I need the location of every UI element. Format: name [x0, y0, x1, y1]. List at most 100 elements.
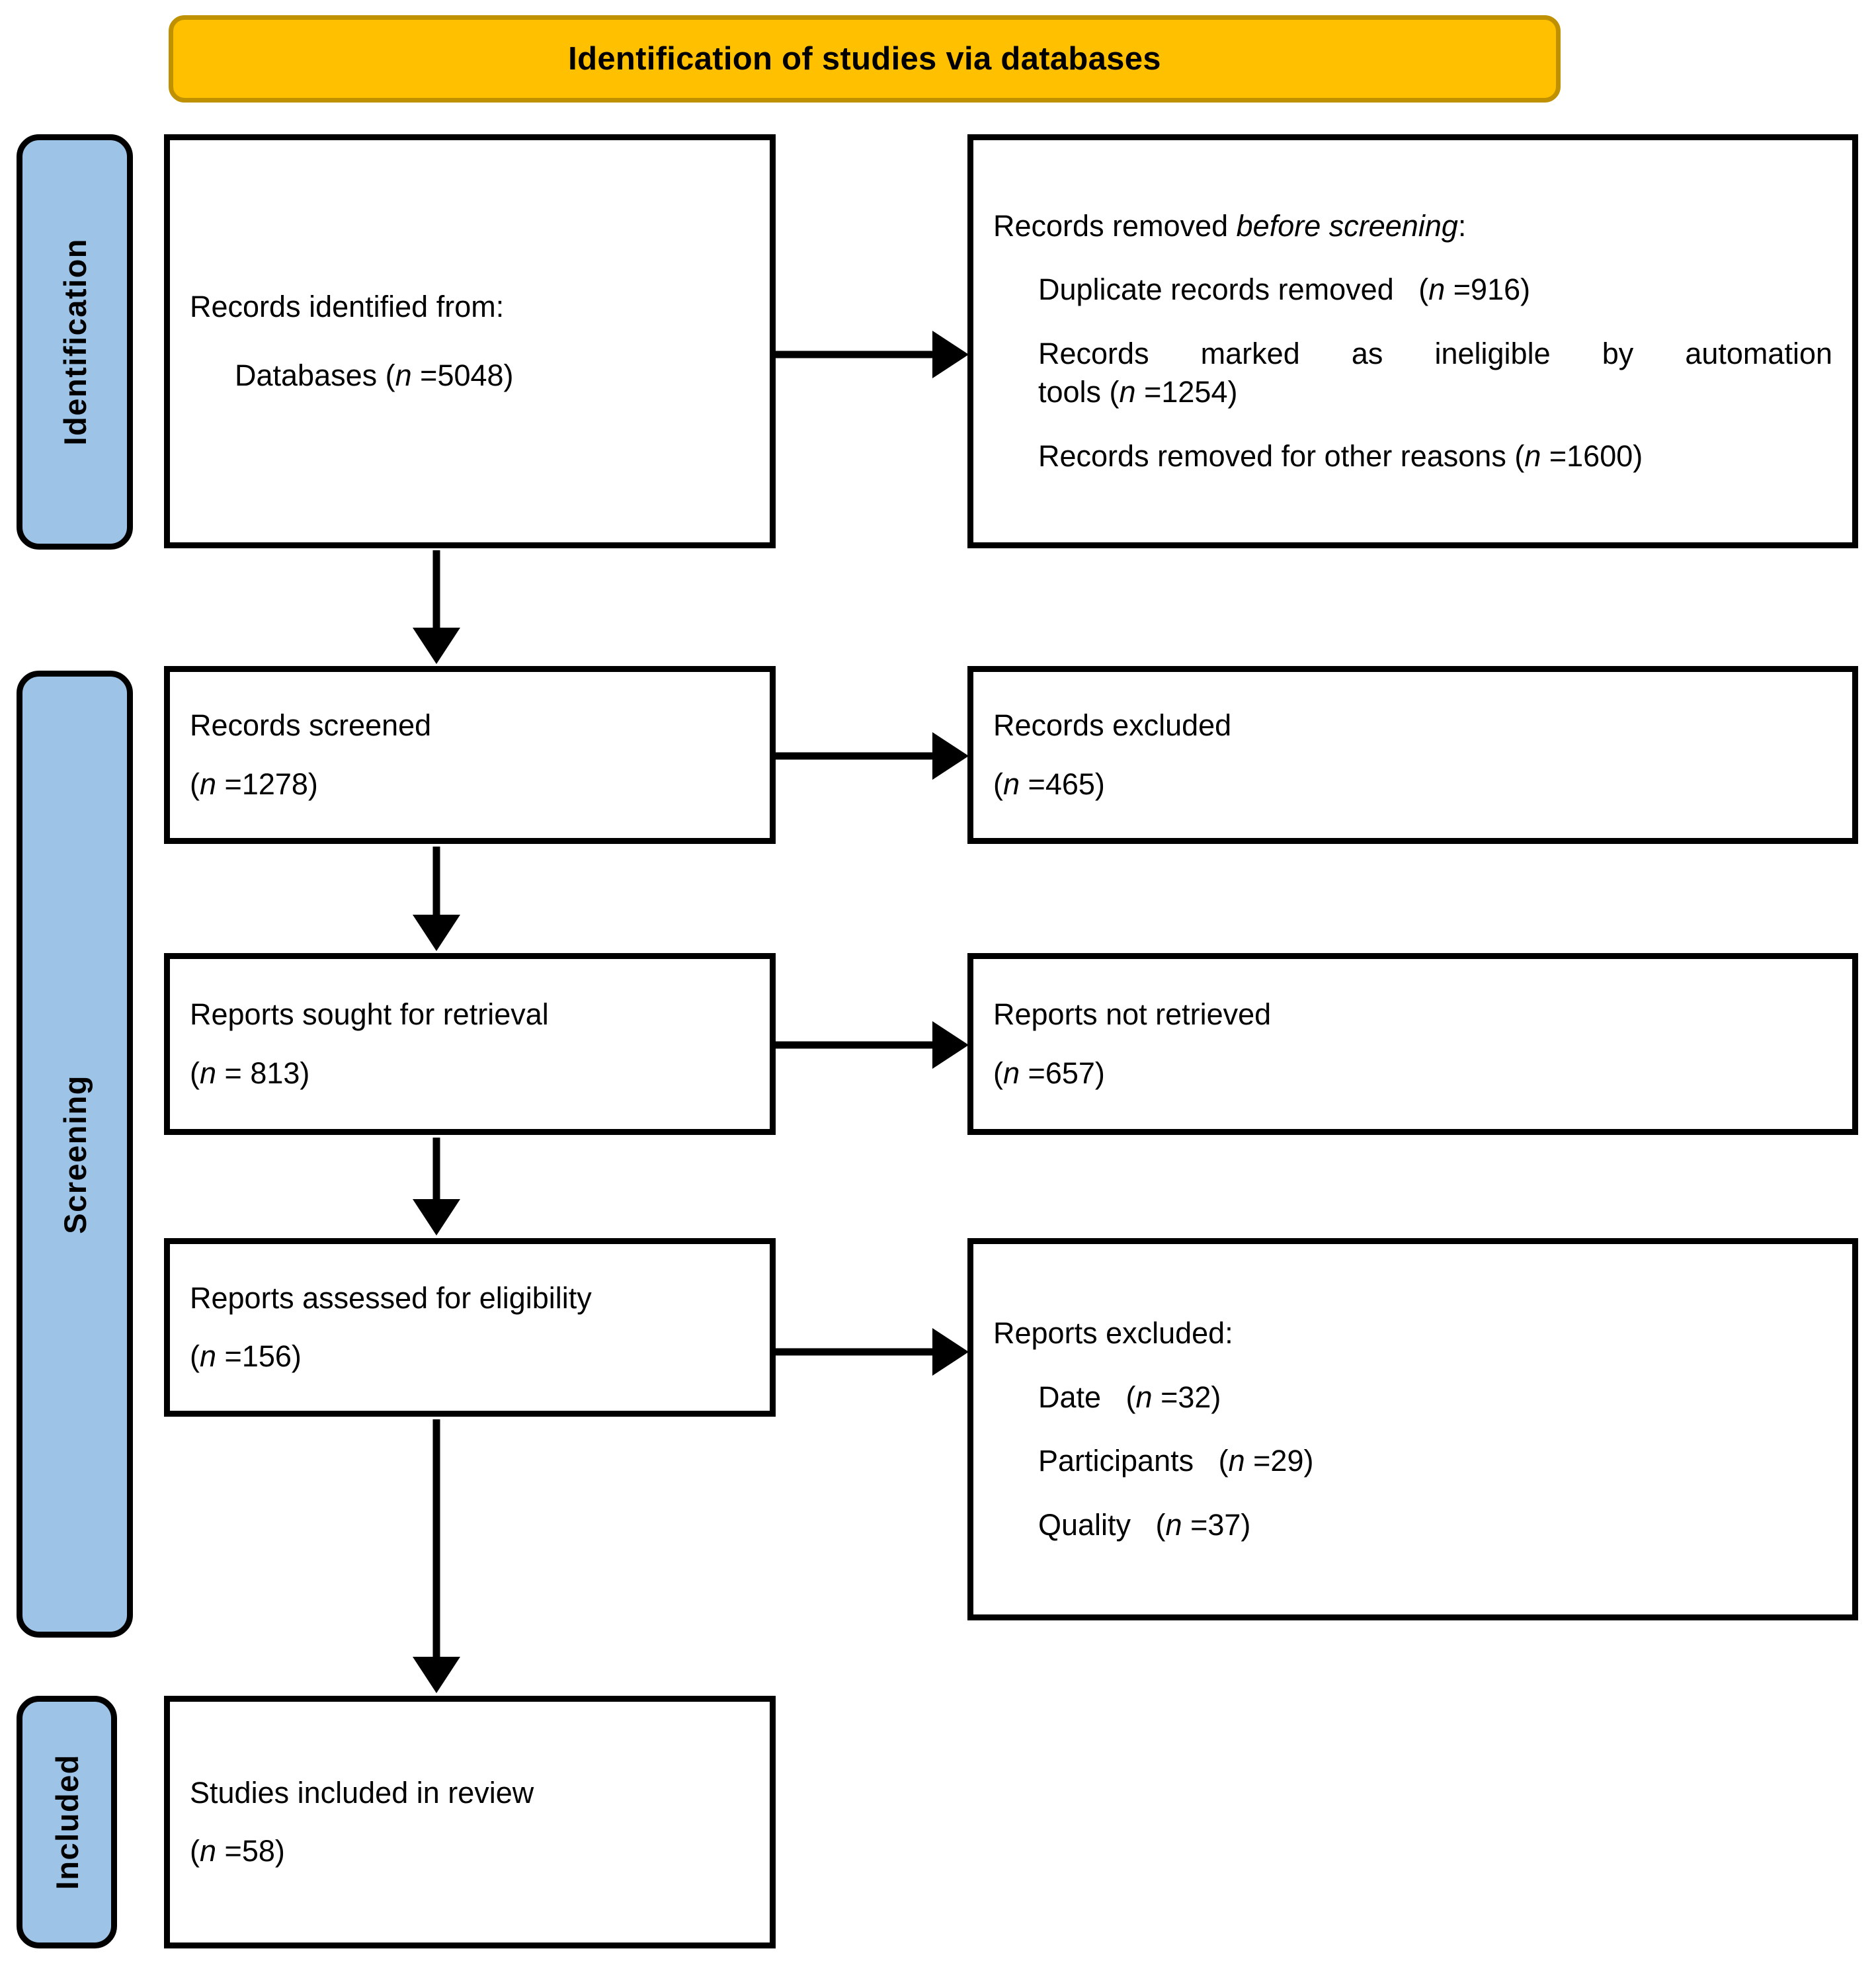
box-records-screened: Records screened (n =1278) [164, 666, 776, 844]
duplicate-records-count: =916) [1445, 272, 1531, 307]
paren-open: ( [190, 1056, 200, 1090]
reports-assessed-heading: Reports assessed for eligibility [190, 1280, 592, 1315]
arrow-head [413, 1199, 460, 1235]
arrow-down-assessed-to-included [410, 1419, 463, 1693]
paren-open: ( [190, 1339, 200, 1373]
arrow-shaft [776, 1041, 934, 1049]
n-symbol: n [395, 358, 412, 392]
arrow-right-screened-to-excluded [776, 731, 969, 781]
databases-count: =5048) [411, 358, 514, 392]
arrow-down-screened-to-sought [410, 847, 463, 951]
reports-excluded-date: Date (n =32) [993, 1378, 1832, 1417]
arrow-right-sought-to-not-retrieved [776, 1020, 969, 1070]
arrow-shaft [432, 1419, 440, 1658]
n-symbol: n [1228, 1444, 1245, 1478]
arrow-head [413, 1657, 460, 1693]
excluded-participants-count: =29) [1244, 1444, 1314, 1478]
paren-open: ( [190, 1834, 200, 1868]
box-reports-not-retrieved: Reports not retrieved (n =657) [967, 953, 1858, 1135]
arrow-shaft [776, 1348, 934, 1356]
n-symbol: n [200, 1056, 217, 1090]
reports-not-retrieved-heading: Reports not retrieved [993, 997, 1272, 1031]
stage-label-included-text: Included [49, 1754, 85, 1890]
box-records-identified: Records identified from: Databases (n =5… [164, 134, 776, 548]
arrow-head [932, 1021, 969, 1069]
reports-assessed-count-line: (n =156) [190, 1337, 750, 1376]
paren-open: ( [190, 767, 200, 801]
banner-title: Identification of studies via databases [568, 41, 1161, 77]
reports-sought-heading: Reports sought for retrieval [190, 997, 549, 1031]
box-records-removed-before-screening: Records removed before screening: Duplic… [967, 134, 1858, 548]
databases-label: Databases ( [235, 358, 395, 392]
stage-label-included: Included [17, 1696, 117, 1948]
reports-excluded-participants: Participants (n =29) [993, 1442, 1832, 1481]
arrow-head [932, 331, 969, 378]
arrow-head [932, 732, 969, 780]
ineligible-automation-line2: tools (n =1254) [993, 373, 1832, 412]
n-symbol: n [1119, 375, 1136, 409]
n-symbol: n [1524, 439, 1541, 473]
n-symbol: n [1165, 1507, 1182, 1542]
box-studies-included-in-review: Studies included in review (n =58) [164, 1696, 776, 1948]
stage-label-identification: Identification [17, 134, 133, 550]
arrow-shaft [432, 847, 440, 916]
reports-sought-count-line: (n = 813) [190, 1054, 750, 1093]
records-screened-count-line: (n =1278) [190, 765, 750, 804]
arrow-shaft [776, 752, 934, 760]
box-reports-excluded: Reports excluded: Date (n =32) Participa… [967, 1238, 1858, 1620]
diagram-header-banner: Identification of studies via databases [169, 15, 1561, 103]
records-screened-count: =1278) [216, 767, 318, 801]
n-symbol: n [1003, 767, 1020, 801]
arrow-right-identified-to-removed [776, 329, 969, 380]
box-records-excluded: Records excluded (n =465) [967, 666, 1858, 844]
records-excluded-count: =465) [1020, 767, 1105, 801]
records-removed-heading-italic: before screening [1236, 208, 1458, 243]
excluded-date-label: Date ( [1038, 1380, 1136, 1414]
reports-excluded-heading: Reports excluded: [993, 1316, 1233, 1350]
box-reports-assessed-for-eligibility: Reports assessed for eligibility (n =156… [164, 1238, 776, 1417]
reports-not-retrieved-count: =657) [1020, 1056, 1105, 1090]
arrow-head [413, 628, 460, 664]
stage-label-screening: Screening [17, 671, 133, 1638]
arrow-shaft [432, 1138, 440, 1200]
arrow-right-assessed-to-reports-excluded [776, 1327, 969, 1377]
arrow-shaft [432, 550, 440, 629]
paren-open: ( [993, 767, 1003, 801]
n-symbol: n [1428, 272, 1446, 307]
records-screened-heading: Records screened [190, 708, 432, 742]
arrow-head [932, 1328, 969, 1376]
records-excluded-heading: Records excluded [993, 708, 1232, 742]
studies-included-count: =58) [216, 1834, 285, 1868]
studies-included-count-line: (n =58) [190, 1832, 750, 1871]
n-symbol: n [1003, 1056, 1020, 1090]
n-symbol: n [200, 1834, 217, 1868]
reports-excluded-quality: Quality (n =37) [993, 1506, 1832, 1545]
arrow-head [413, 915, 460, 951]
excluded-quality-count: =37) [1182, 1507, 1251, 1542]
records-identified-heading: Records identified from: [190, 289, 505, 323]
n-symbol: n [200, 1339, 217, 1373]
studies-included-heading: Studies included in review [190, 1775, 534, 1810]
records-excluded-count-line: (n =465) [993, 765, 1832, 804]
excluded-date-count: =32) [1152, 1380, 1221, 1414]
reports-not-retrieved-count-line: (n =657) [993, 1054, 1832, 1093]
ineligible-automation-line1: Records marked as ineligible by automati… [1038, 336, 1832, 370]
n-symbol: n [1135, 1380, 1153, 1414]
paren-open: ( [993, 1056, 1003, 1090]
records-removed-heading: Records removed before screening: [993, 207, 1832, 246]
automation-tools-label: tools ( [1038, 375, 1120, 409]
arrow-shaft [776, 351, 934, 358]
arrow-down-identified-to-screened [410, 550, 463, 664]
excluded-participants-label: Participants ( [1038, 1444, 1229, 1478]
removed-other-reasons: Records removed for other reasons (n =16… [993, 437, 1832, 476]
automation-tools-count: =1254) [1135, 375, 1238, 409]
box-reports-sought-for-retrieval: Reports sought for retrieval (n = 813) [164, 953, 776, 1135]
records-removed-heading-b: : [1457, 208, 1467, 243]
reports-assessed-count: =156) [216, 1339, 302, 1373]
removed-other-label: Records removed for other reasons ( [1038, 439, 1525, 473]
stage-label-screening-text: Screening [57, 1074, 93, 1234]
records-removed-heading-a: Records removed [993, 208, 1237, 243]
arrow-down-sought-to-assessed [410, 1138, 463, 1235]
n-symbol: n [200, 767, 217, 801]
